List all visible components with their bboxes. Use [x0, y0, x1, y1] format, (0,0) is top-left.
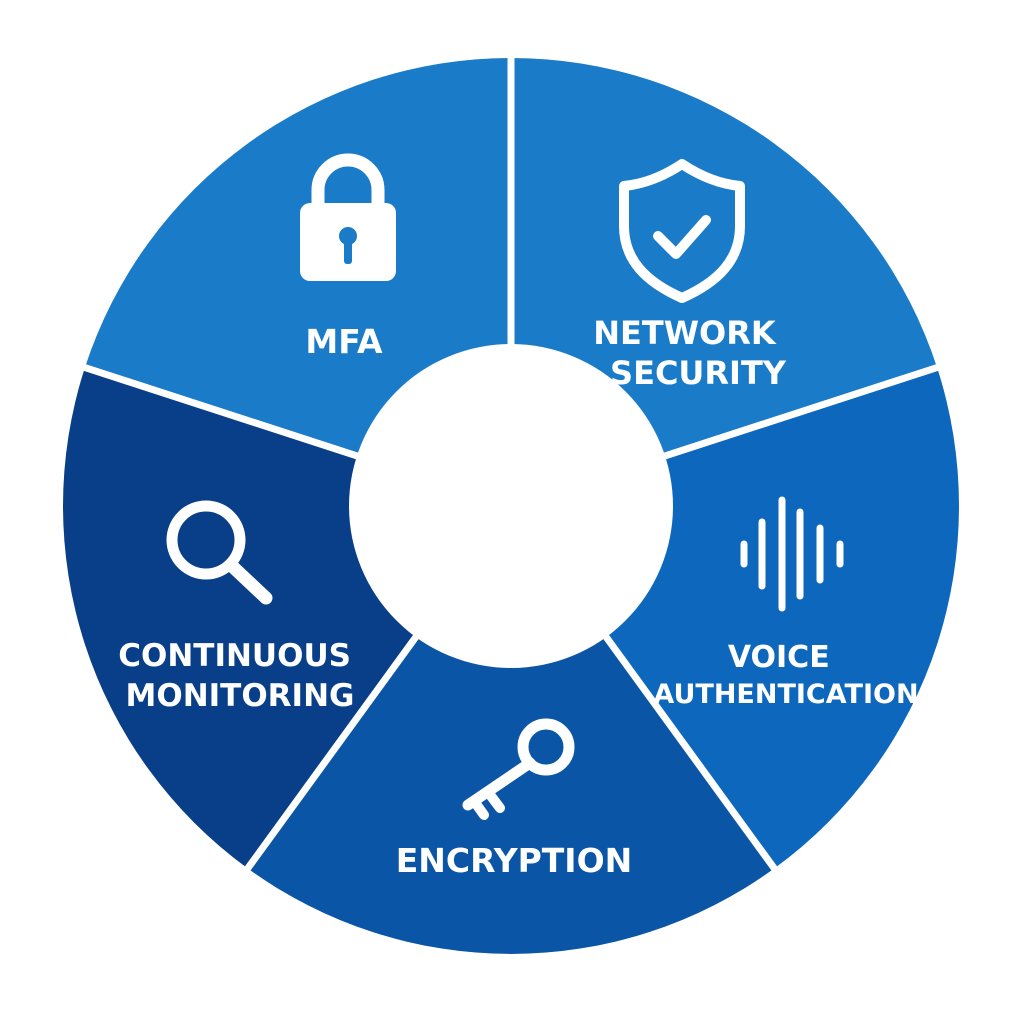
label-line: ENCRYPTION [396, 841, 633, 880]
label-line: MONITORING [126, 678, 355, 714]
magnifier-icon [166, 500, 273, 605]
label-line: AUTHENTICATION [653, 679, 918, 710]
shield-check-icon [619, 159, 745, 303]
padlock-icon [300, 153, 396, 281]
center-hub [349, 344, 673, 668]
key-icon [462, 718, 575, 820]
label-mfa: MFA [305, 322, 383, 361]
segment-voice-authentication [247, 506, 775, 954]
label-line: CONTINUOUS [118, 638, 351, 674]
label-encryption: ENCRYPTION [396, 841, 633, 880]
label-line: SECURITY [610, 354, 787, 392]
label-line: MFA [305, 322, 383, 361]
label-line: VOICE [728, 640, 830, 675]
label-continuous-monitoring: CONTINUOUS MONITORING [118, 638, 362, 714]
label-voice-authentication: VOICE AUTHENTICATION [653, 640, 918, 710]
label-line: NETWORK [593, 314, 777, 352]
label-network-security: NETWORK SECURITY [593, 314, 787, 392]
sound-wave-icon [740, 496, 844, 612]
